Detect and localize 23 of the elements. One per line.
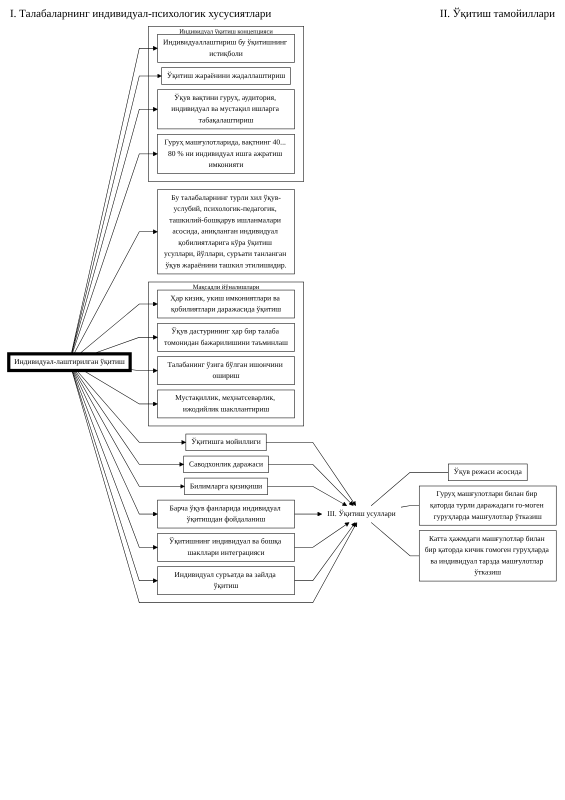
arrow: [72, 370, 158, 550]
arrow: [73, 370, 158, 516]
connector: [400, 505, 420, 508]
arrow: [74, 370, 184, 467]
arrow: [294, 522, 350, 548]
arrow: [74, 229, 158, 354]
arrow: [266, 442, 356, 506]
arrow: [71, 106, 158, 354]
arrow: [130, 368, 158, 373]
section-heading: II. Ўқитиш тамойиллари: [440, 8, 555, 20]
arrow: [79, 302, 158, 354]
arrow: [72, 370, 158, 584]
arrow: [72, 370, 358, 603]
arrow: [72, 152, 158, 354]
arrow: [267, 486, 348, 506]
connector: [370, 522, 420, 556]
connector: [370, 472, 449, 506]
arrow: [74, 370, 185, 489]
arrow: [294, 512, 322, 516]
arrow: [76, 370, 186, 445]
arrow: [294, 522, 356, 581]
arrow: [268, 464, 354, 506]
section-heading: I. Талабаларнинг индивидуал-психологик хусусиятлари: [10, 8, 272, 20]
